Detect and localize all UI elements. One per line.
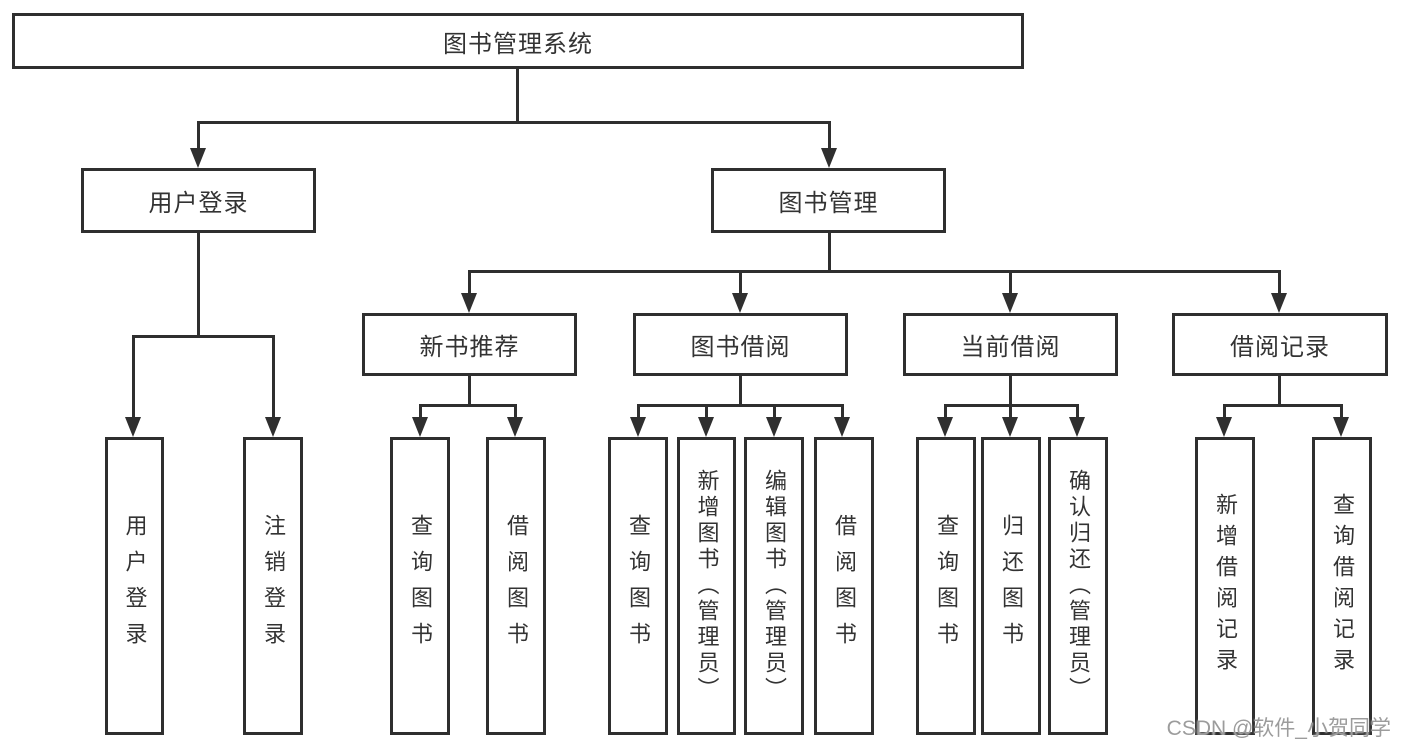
arrow-down-icon	[698, 417, 714, 437]
node-new-book-recommend-label: 新书推荐	[419, 334, 520, 361]
leaf-nb-borrow-books: 借阅图书	[486, 437, 546, 735]
arrow-down-icon	[834, 417, 850, 437]
arrow-down-icon	[461, 293, 477, 313]
arrow-down-icon	[265, 417, 281, 437]
node-root-label: 图书管理系统	[443, 30, 593, 58]
connector-line	[828, 121, 831, 150]
leaf-bb-borrow-books: 借阅图书	[814, 437, 874, 735]
leaf-bb-add-books-admin-label: 新增图书（管理员）	[694, 469, 720, 703]
connector-line	[739, 270, 742, 295]
node-new-book-recommend: 新书推荐	[362, 313, 577, 376]
connector-line	[1076, 404, 1079, 419]
leaf-bb-query-books: 查询图书	[608, 437, 668, 735]
leaf-cb-return-books-label: 归还图书	[999, 514, 1024, 658]
connector-line	[514, 404, 517, 419]
connector-line	[132, 335, 275, 338]
leaf-logout-label: 注销登录	[261, 514, 286, 658]
connector-line	[828, 233, 831, 273]
leaf-br-add-record-label: 新增借阅记录	[1213, 493, 1238, 679]
connector-line	[197, 121, 200, 150]
arrow-down-icon	[507, 417, 523, 437]
connector-line	[773, 404, 776, 419]
connector-line	[197, 233, 200, 338]
leaf-br-query-record: 查询借阅记录	[1312, 437, 1372, 735]
connector-line	[468, 376, 471, 407]
connector-line	[272, 335, 275, 419]
leaf-bb-edit-books-admin-label: 编辑图书（管理员）	[762, 469, 787, 703]
node-book-borrow: 图书借阅	[633, 313, 848, 376]
connector-line	[1009, 270, 1012, 295]
arrow-down-icon	[1333, 417, 1349, 437]
arrow-down-icon	[1271, 293, 1287, 313]
leaf-user-login: 用户登录	[105, 437, 164, 735]
leaf-br-query-record-label: 查询借阅记录	[1330, 493, 1355, 679]
leaf-cb-query-books: 查询图书	[916, 437, 976, 735]
arrow-down-icon	[821, 148, 837, 168]
arrow-down-icon	[732, 293, 748, 313]
node-root: 图书管理系统	[12, 13, 1024, 69]
arrow-down-icon	[190, 148, 206, 168]
leaf-bb-borrow-books-label: 借阅图书	[832, 514, 857, 658]
leaf-bb-query-books-label: 查询图书	[626, 514, 651, 658]
arrow-down-icon	[1069, 417, 1085, 437]
connector-line	[468, 270, 1281, 273]
connector-line	[944, 404, 947, 419]
leaf-cb-confirm-return-admin: 确认归还（管理员）	[1048, 437, 1108, 735]
leaf-cb-return-books: 归还图书	[981, 437, 1041, 735]
connector-line	[637, 404, 640, 419]
node-book-management-label: 图书管理	[778, 190, 879, 217]
node-current-borrow: 当前借阅	[903, 313, 1118, 376]
arrow-down-icon	[412, 417, 428, 437]
connector-line	[1278, 270, 1281, 295]
node-borrow-record: 借阅记录	[1172, 313, 1388, 376]
connector-line	[1009, 404, 1012, 419]
arrow-down-icon	[1002, 417, 1018, 437]
csdn-watermark: CSDN @软件_小贺同学	[1166, 717, 1391, 740]
leaf-logout: 注销登录	[243, 437, 303, 735]
node-book-management: 图书管理	[711, 168, 946, 233]
arrow-down-icon	[630, 417, 646, 437]
connector-line	[705, 404, 708, 419]
leaf-bb-add-books-admin: 新增图书（管理员）	[677, 437, 736, 735]
connector-line	[1009, 376, 1012, 407]
connector-line	[419, 404, 422, 419]
connector-line	[841, 404, 844, 419]
connector-line	[132, 335, 135, 419]
arrow-down-icon	[125, 417, 141, 437]
node-book-borrow-label: 图书借阅	[690, 334, 791, 361]
leaf-bb-edit-books-admin: 编辑图书（管理员）	[744, 437, 804, 735]
node-user-login: 用户登录	[81, 168, 316, 233]
node-user-login-label: 用户登录	[148, 190, 249, 217]
arrow-down-icon	[937, 417, 953, 437]
leaf-nb-query-books-label: 查询图书	[408, 514, 433, 658]
leaf-nb-query-books: 查询图书	[390, 437, 450, 735]
leaf-user-login-label: 用户登录	[122, 514, 148, 658]
arrow-down-icon	[1216, 417, 1232, 437]
connector-line	[516, 69, 519, 124]
connector-line	[739, 376, 742, 407]
connector-line	[1223, 404, 1226, 419]
leaf-br-add-record: 新增借阅记录	[1195, 437, 1255, 735]
arrow-down-icon	[1002, 293, 1018, 313]
connector-line	[637, 404, 844, 407]
leaf-nb-borrow-books-label: 借阅图书	[504, 514, 529, 658]
connector-line	[1223, 404, 1341, 407]
leaf-cb-confirm-return-admin-label: 确认归还（管理员）	[1066, 469, 1091, 703]
connector-line	[197, 121, 831, 124]
connector-line	[468, 270, 471, 295]
connector-line	[419, 404, 517, 407]
node-current-borrow-label: 当前借阅	[960, 334, 1061, 361]
connector-line	[1340, 404, 1343, 419]
connector-line	[1278, 376, 1281, 407]
leaf-cb-query-books-label: 查询图书	[934, 514, 959, 658]
arrow-down-icon	[766, 417, 782, 437]
node-borrow-record-label: 借阅记录	[1230, 334, 1330, 361]
